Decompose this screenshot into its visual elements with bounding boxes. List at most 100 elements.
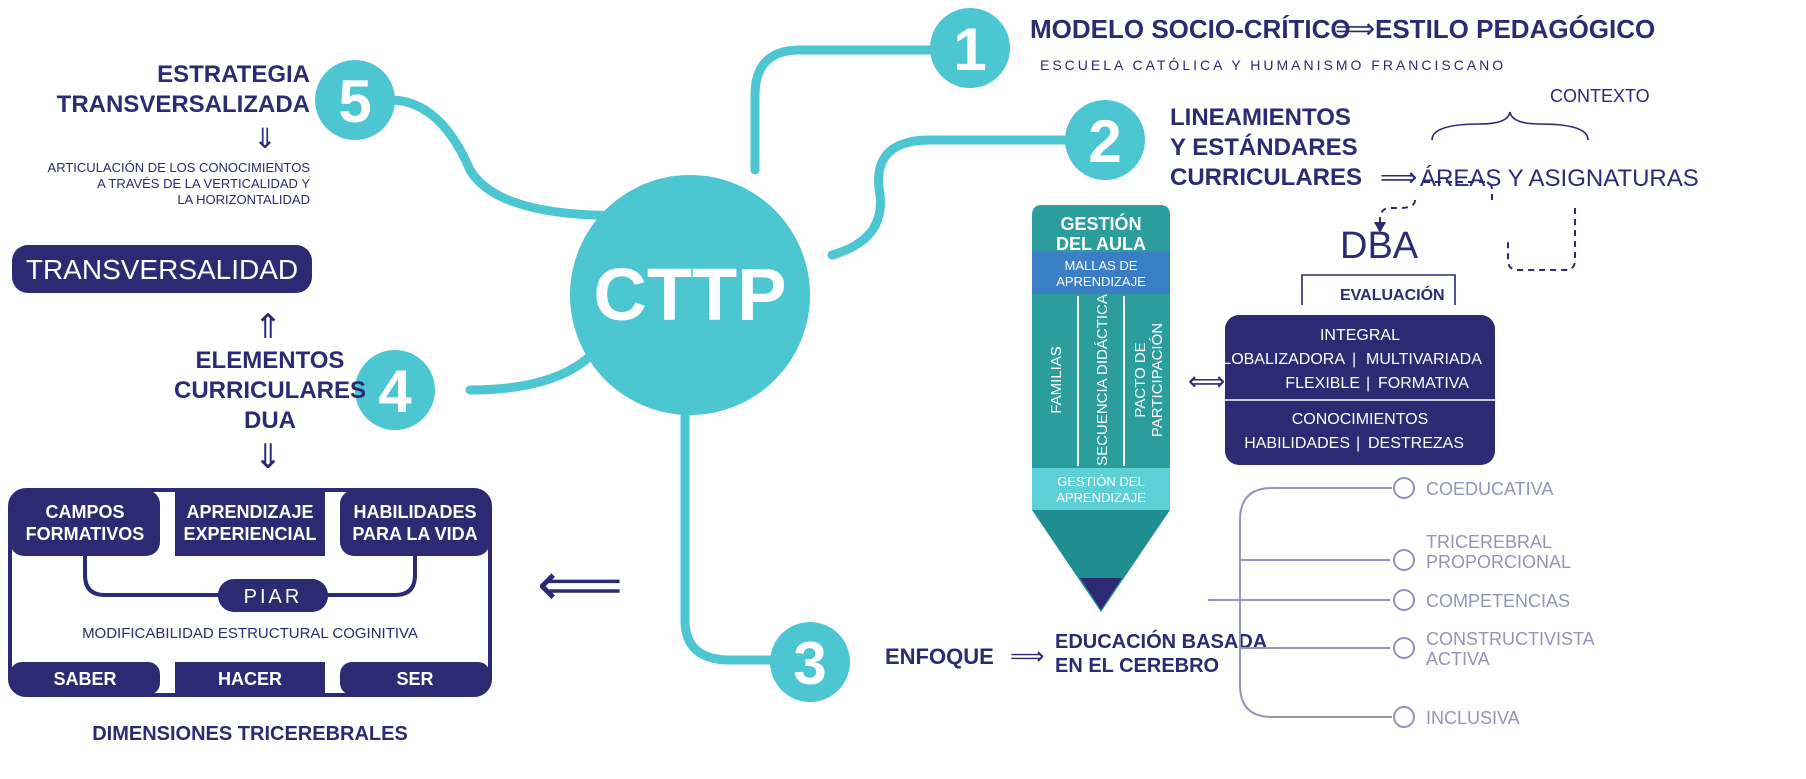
branch4-down-arrow: ⇓: [254, 438, 283, 476]
cell-habilidades-2: PARA LA VIDA: [352, 524, 477, 544]
dimensiones-label: DIMENSIONES TRICEREBRALES: [92, 723, 408, 745]
pencil-eval-double-arrow: ⟺: [1188, 366, 1225, 396]
eval-multi: MULTIVARIADA: [1366, 351, 1482, 368]
branch5-title-line-1: ESTRATEGIA: [157, 61, 310, 88]
enfoque-label: ENFOQUE: [885, 644, 994, 669]
option-constructivista-2: ACTIVA: [1426, 649, 1490, 669]
eval-integral: INTEGRAL: [1320, 327, 1400, 344]
svg-text:2: 2: [1088, 108, 1121, 175]
svg-text:4: 4: [378, 358, 412, 425]
badge-3: 3: [770, 622, 850, 702]
branch1-subtitle: ESCUELA CATÓLICA Y HUMANISMO FRANCISCANO: [1040, 57, 1506, 73]
branch4-title-line-2: CURRICULARES: [174, 377, 366, 404]
branch1-arrow: ⟹: [1335, 13, 1375, 44]
branch1-title-a: MODELO SOCIO-CRÍTICO: [1030, 14, 1351, 44]
pencil-top-line-2: DEL AULA: [1056, 234, 1146, 254]
branch5-title-line-2: TRANSVERSALIZADA: [57, 91, 310, 118]
center-node: [570, 175, 810, 415]
eval-sep-2: |: [1366, 375, 1370, 392]
connector-branch-5: [385, 95, 645, 220]
option-coeducativa: COEDUCATIVA: [1426, 479, 1553, 499]
branch4-title-line-1: ELEMENTOS: [196, 347, 345, 374]
contexto-brace: [1431, 111, 1589, 141]
cell-hacer: HACER: [218, 669, 282, 689]
evaluation-box: [1225, 315, 1495, 465]
svg-text:1: 1: [953, 16, 986, 83]
pencil-col-familias: FAMILIAS: [1048, 346, 1065, 414]
areas-dashed-link: [1379, 181, 1493, 225]
branch2-title-line-2: Y ESTÁNDARES: [1170, 133, 1358, 161]
eval-flex: FLEXIBLE: [1285, 375, 1360, 392]
option-marker-5: [1393, 706, 1415, 728]
option-marker-4: [1393, 637, 1415, 659]
branch1-title-b: ESTILO PEDAGÓGICO: [1375, 14, 1655, 44]
option-marker-2: [1393, 549, 1415, 571]
branch5-desc-line-3: LA HORIZONTALIDAD: [177, 192, 310, 207]
branch5-desc-line-1: ARTICULACIÓN DE LOS CONOCIMIENTOS: [48, 160, 311, 175]
badge-4: 4: [355, 350, 435, 430]
pencil-col-secuencia: SECUENCIA DIDÁCTICA: [1094, 294, 1111, 466]
curriculum-block: [8, 488, 492, 697]
eval-dest: DESTREZAS: [1368, 435, 1464, 452]
pencil-bottom-line-2: APRENDIZAJE: [1056, 490, 1146, 505]
cell-campos-1: CAMPOS: [45, 502, 124, 522]
dba-label: DBA: [1340, 225, 1419, 267]
connector-branch-3: [680, 355, 795, 665]
branch2-arrow: ⟹: [1380, 162, 1417, 192]
eval-hab: HABILIDADES: [1244, 435, 1350, 452]
edu-line-1: EDUCACIÓN BASADA: [1055, 629, 1267, 653]
branch5-desc-line-2: A TRAVÉS DE LA VERTICALIDAD Y: [97, 176, 310, 191]
dba-bracket: [1301, 274, 1456, 305]
curriculum-left-arrow: ⟸: [537, 551, 623, 618]
option-constructivista-1: CONSTRUCTIVISTA: [1426, 629, 1595, 649]
contexto-label: CONTEXTO: [1550, 86, 1650, 106]
contexto-dashed-link: [1507, 208, 1576, 271]
pencil: [1032, 205, 1170, 612]
pencil-bottom-line-1: GESTIÓN DEL: [1057, 474, 1144, 489]
option-competencias: COMPETENCIAS: [1426, 591, 1570, 611]
branch2-title-line-3: CURRICULARES: [1170, 164, 1362, 191]
cell-aprendizaje-2: EXPERIENCIAL: [183, 524, 316, 544]
branch5-down-arrow: ⇓: [253, 123, 276, 154]
pencil-band-line-2: APRENDIZAJE: [1056, 274, 1146, 289]
cell-saber: SABER: [53, 669, 116, 689]
connector-branch-2: [827, 135, 1085, 260]
option-tricerebral-1: TRICEREBRAL: [1426, 532, 1552, 552]
eval-glob: GLOBALIZADORA: [1210, 351, 1345, 368]
eval-form: FORMATIVA: [1378, 375, 1469, 392]
areas-label: ÁREAS Y ASIGNATURAS: [1420, 165, 1699, 192]
svg-text:5: 5: [338, 68, 371, 135]
options-tree: [1208, 487, 1392, 718]
pencil-col-pacto-2: PARTICIPACIÓN: [1149, 323, 1166, 437]
cell-aprendizaje-1: APRENDIZAJE: [186, 502, 313, 522]
center-label: CTTP: [593, 253, 786, 336]
pencil-col-pacto-1: PACTO DE: [1132, 342, 1149, 417]
edu-line-2: EN EL CEREBRO: [1055, 655, 1219, 677]
svg-text:3: 3: [793, 630, 826, 697]
badge-1: 1: [930, 8, 1010, 88]
eval-sep-1: |: [1352, 351, 1356, 368]
modificabilidad-label: MODIFICABILIDAD ESTRUCTURAL COGINITIVA: [82, 625, 418, 642]
badge-2: 2: [1065, 100, 1145, 180]
pencil-top-line-1: GESTIÓN: [1060, 213, 1141, 234]
branch2-title-line-1: LINEAMIENTOS: [1170, 104, 1351, 131]
branch4-up-arrow: ⇑: [254, 308, 283, 346]
connector-branch-1: [750, 45, 945, 175]
branch4-title-line-3: DUA: [244, 407, 296, 434]
option-marker-1: [1393, 477, 1415, 499]
eval-conoc: CONOCIMIENTOS: [1292, 411, 1429, 428]
transversalidad-box: [12, 245, 312, 293]
enfoque-arrow: ⟹: [1010, 643, 1044, 670]
badge-5: 5: [315, 60, 395, 140]
areas-dashed-arrowhead: [1374, 222, 1386, 233]
cell-ser: SER: [396, 669, 433, 689]
pencil-band-line-1: MALLAS DE: [1065, 258, 1138, 273]
option-marker-3: [1393, 589, 1415, 611]
transversalidad-label: TRANSVERSALIDAD: [26, 254, 298, 285]
evaluacion-label: EVALUACIÓN: [1340, 285, 1445, 304]
cell-campos-2: FORMATIVOS: [26, 524, 145, 544]
option-tricerebral-2: PROPORCIONAL: [1426, 552, 1571, 572]
cell-habilidades-1: HABILIDADES: [353, 502, 476, 522]
eval-sep-3: |: [1356, 435, 1360, 452]
